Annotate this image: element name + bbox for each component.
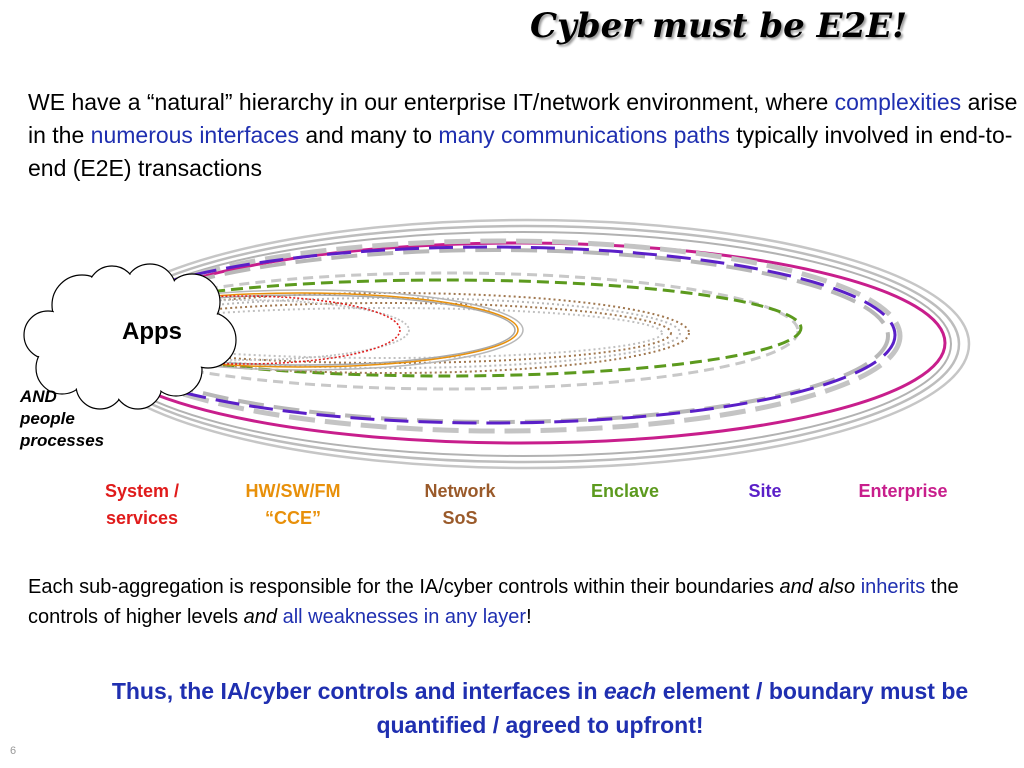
intro-paragraph: WE have a “natural” hierarchy in our ent… — [28, 86, 1018, 185]
people-line-3: processes — [20, 431, 105, 450]
apps-label: Apps — [122, 318, 182, 345]
para2-italic-andalso: and also — [779, 576, 856, 598]
layer-label-system: System / services — [92, 478, 192, 532]
intro-text-2: arise in the — [28, 89, 1018, 148]
layer-label-site-line1: Site — [748, 481, 782, 501]
intro-text-3: and many to — [299, 122, 439, 148]
para2-text-1: Each sub-aggregation is responsible for … — [28, 576, 780, 598]
para2-text-2: the controls of higher levels — [28, 576, 959, 628]
intro-highlight-complexities: complexities — [834, 89, 962, 115]
layer-label-hwswfm-line2: “CCE” — [264, 508, 321, 528]
para2-italic-and: and — [243, 606, 278, 628]
layer-label-enclave: Enclave — [572, 478, 678, 505]
layer-label-system-line2: services — [105, 508, 179, 528]
conclusion-text-1: Thus, the IA/cyber controls and interfac… — [111, 678, 604, 704]
conclusion-statement: Thus, the IA/cyber controls and interfac… — [100, 674, 980, 742]
people-line-1: AND — [20, 387, 57, 406]
responsibility-paragraph: Each sub-aggregation is responsible for … — [28, 572, 1018, 632]
slide-title: Cyber must be E2E! — [530, 6, 908, 46]
conclusion-emphasis: each — [603, 678, 657, 704]
para2-highlight-weaknesses: all weaknesses in any layer — [282, 606, 527, 628]
network-ring-3 — [102, 302, 672, 364]
layer-label-hwswfm-line1: HW/SW/FM — [245, 481, 341, 501]
layer-label-enterprise: Enterprise — [838, 478, 968, 505]
layer-label-hwswfm: HW/SW/FM “CCE” — [226, 478, 360, 532]
people-processes-label: AND people processes — [20, 386, 104, 452]
intro-text-4: typically involved in end-to-end (E2E) t… — [28, 122, 1013, 181]
intro-text-1: WE have a “natural” hierarchy in our ent… — [28, 89, 835, 115]
layer-label-enclave-line1: Enclave — [590, 481, 660, 501]
layer-label-network-line2: SoS — [442, 508, 478, 528]
intro-highlight-interfaces: numerous interfaces — [90, 122, 300, 148]
para2-highlight-inherits: inherits — [860, 576, 926, 598]
layer-label-system-line1: System / — [104, 481, 180, 501]
conclusion-text-2: element / boundary must be quantified / … — [376, 678, 969, 738]
para2-text-3: ! — [526, 606, 532, 628]
intro-highlight-paths: many communications paths — [438, 122, 730, 148]
apps-cloud-icon-inner — [25, 265, 235, 408]
layer-label-network: Network SoS — [405, 478, 515, 532]
slide-number: 6 — [10, 745, 17, 757]
layer-label-site: Site — [730, 478, 800, 505]
layer-label-enterprise-line1: Enterprise — [858, 481, 948, 501]
people-line-2: people — [20, 409, 75, 428]
layer-label-network-line1: Network — [424, 481, 496, 501]
